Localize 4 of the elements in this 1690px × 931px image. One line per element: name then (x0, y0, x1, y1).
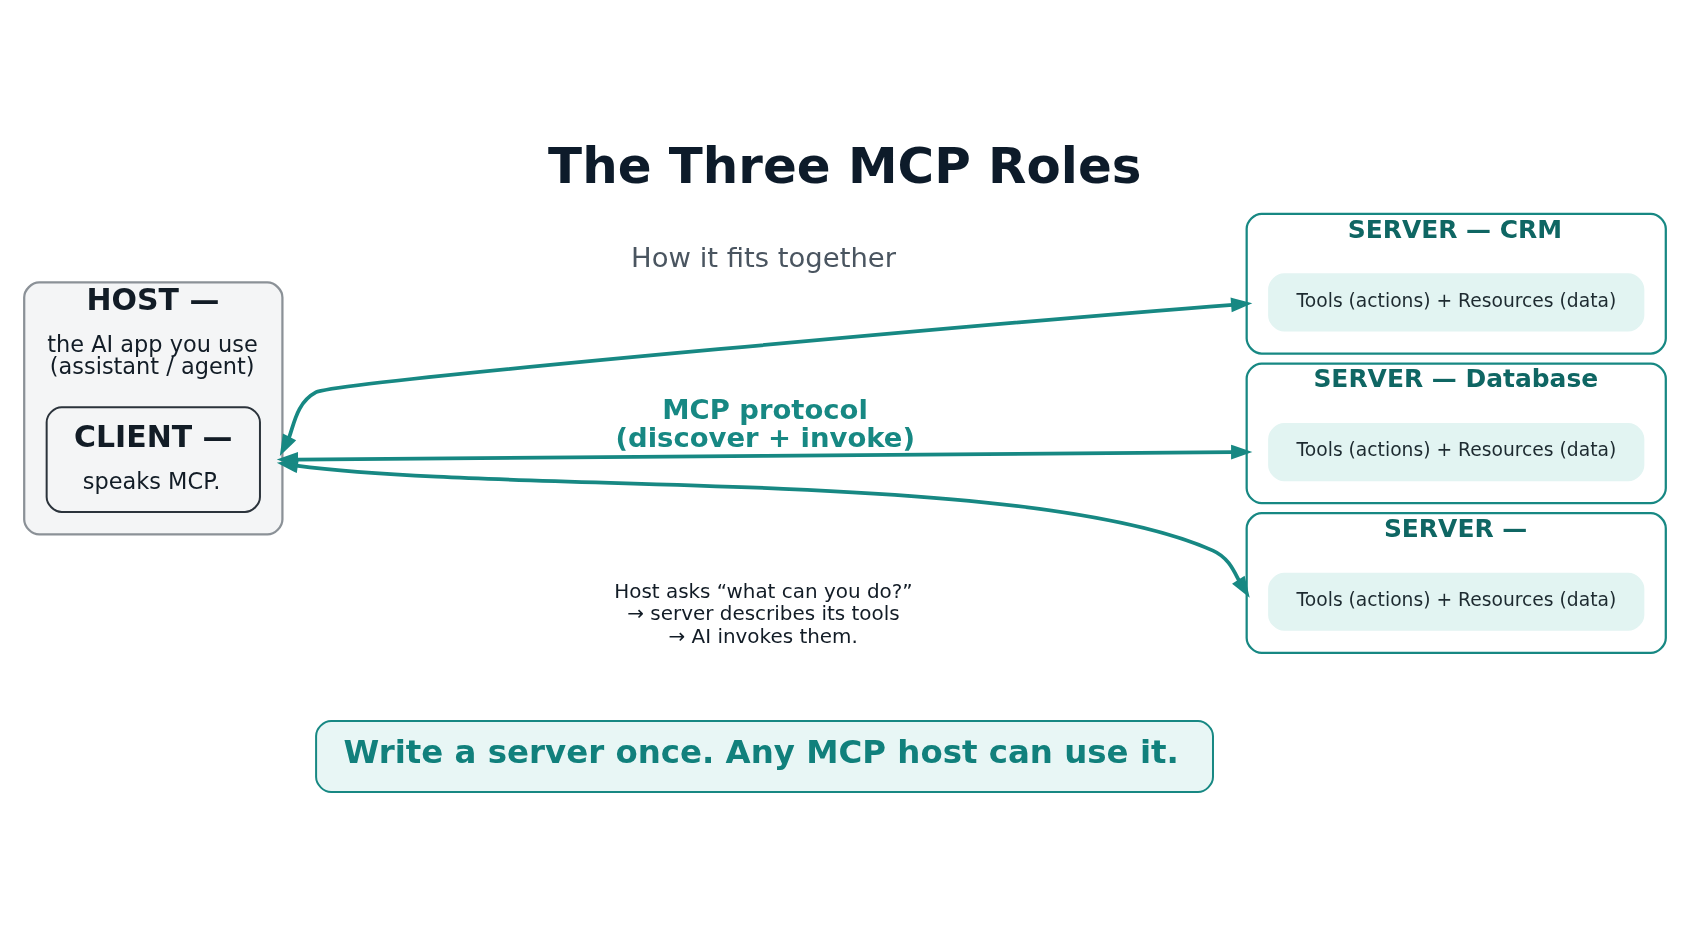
label: How it fits together (631, 241, 896, 273)
diagram-title: The Three MCP Roles (548, 136, 1142, 195)
edge-label: MCP protocol (discover + invoke) (615, 394, 915, 453)
label: Host asks “what can you do?” → server describes its tools → AI invokes them. (614, 578, 913, 648)
